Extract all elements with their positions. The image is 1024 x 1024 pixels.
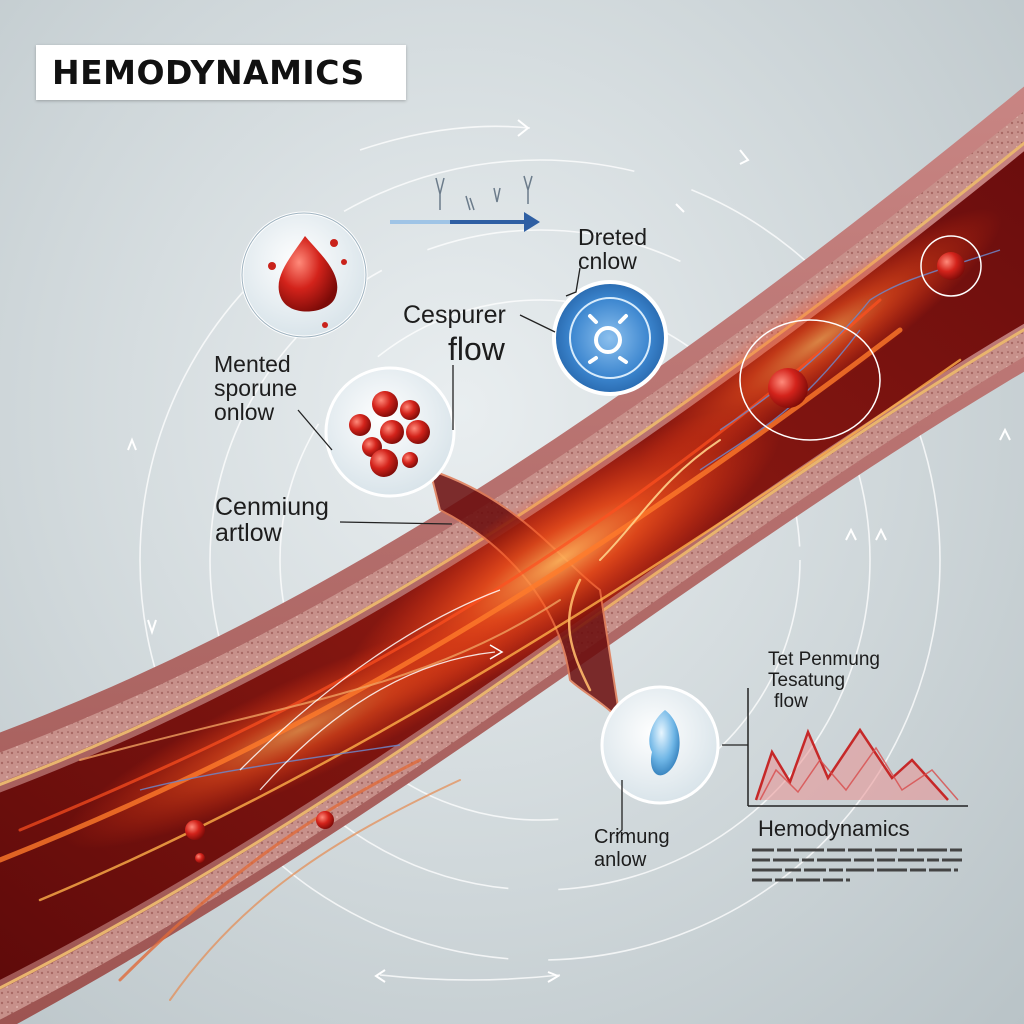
- red-cell-cluster-icon: [349, 391, 430, 477]
- valve-icons: [435, 175, 533, 211]
- flow-arrow-icon: [390, 212, 540, 232]
- leader-lines: [297, 267, 748, 837]
- flow-gauge-callout: [552, 280, 668, 396]
- flow-gauge-icon: [588, 314, 628, 364]
- label-line: artlow: [215, 519, 282, 548]
- red-blood-cells: [185, 252, 965, 863]
- label-flow: flow: [448, 331, 505, 367]
- label-cespurer: Cespurer: [403, 301, 506, 329]
- fine-print-lines: [752, 848, 962, 882]
- label-line: Crimung: [594, 826, 670, 848]
- blood-drop-icon: [268, 236, 347, 328]
- blood-vessel: [0, 86, 1024, 1024]
- label-line: onlow: [214, 399, 275, 426]
- label-line: sporune: [214, 375, 298, 402]
- chart-caption: Hemodynamics: [758, 816, 910, 841]
- orbit-arrow-icon: [127, 119, 1011, 983]
- cell-focus-rings: [739, 235, 982, 441]
- label-line: Dreted: [578, 224, 648, 250]
- water-droplet-icon: [649, 710, 680, 776]
- label-cenmiung: Cenmiung artlow: [215, 494, 329, 547]
- label-line: Tesatung: [768, 669, 846, 691]
- background-orbit-lines: [139, 125, 941, 981]
- label-tet-penmung: Tet Penmung Tesatung flow: [768, 649, 880, 713]
- label-crimung: Crimung anlow: [594, 826, 670, 872]
- title-box: HEMODYNAMICS: [36, 45, 406, 100]
- label-line: Tet Penmung: [768, 649, 880, 670]
- label-line: Mented: [214, 351, 291, 377]
- label-mented: Mented sporune onlow: [214, 351, 298, 426]
- label-line: Cenmiung: [215, 493, 329, 521]
- flow-arrow-icon: [489, 644, 504, 660]
- page-title: HEMODYNAMICS: [52, 53, 365, 92]
- label-line: anlow: [594, 849, 647, 871]
- label-line: cnlow: [578, 248, 637, 275]
- label-dreted: Dreted cnlow: [578, 225, 647, 273]
- mini-flow-chart: [747, 688, 968, 807]
- label-line: flow: [774, 690, 808, 712]
